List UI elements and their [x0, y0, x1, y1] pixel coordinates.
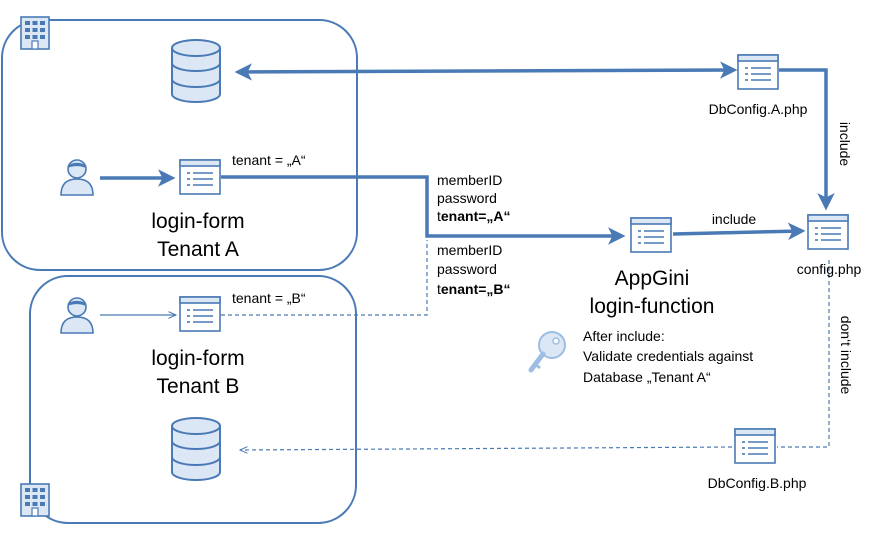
appgini-note-line1: After include:: [583, 328, 665, 344]
appgini-title-line1: AppGini: [615, 267, 690, 290]
tenant-b-param-label: tenant = „B“: [232, 290, 306, 306]
appgini-note-line2: Validate credentials against: [583, 348, 753, 364]
login-form-a-document-icon: [179, 159, 221, 195]
tenant-a-title-line2: Tenant A: [157, 238, 239, 261]
user-a-icon: [60, 159, 94, 196]
config-document-icon: [807, 214, 849, 250]
dbconfig-a-to-config-arrow: [779, 68, 835, 211]
params-b-member-id: memberID: [437, 242, 502, 258]
params-a-tenant: tenant=„A“: [437, 208, 511, 224]
params-a-member-id: memberID: [437, 172, 502, 188]
appgini-note-line3: Database „Tenant A“: [583, 369, 711, 385]
tenant-a-title-line1: login-form: [151, 210, 244, 233]
dbconfig-b-label: DbConfig.B.php: [708, 475, 807, 491]
config-to-dbconfig-b-dashed-line: [777, 260, 830, 448]
params-a-password: password: [437, 190, 497, 206]
appgini-to-config-arrow: [672, 222, 806, 241]
dbconfig-a-label: DbConfig.A.php: [709, 101, 808, 117]
user-b-icon: [60, 297, 94, 334]
form-a-to-appgini-arrow: [221, 175, 626, 245]
include-config-edge-label: include: [712, 211, 757, 227]
tenant-b-title-line2: Tenant B: [157, 375, 240, 398]
dbconfig-a-document-icon: [737, 54, 779, 90]
tenant-a-param-label: tenant = „A“: [232, 152, 306, 168]
include-vertical-edge-label: include: [837, 122, 853, 167]
dbconfig-b-to-db-b-dashed-arrow: [240, 447, 733, 450]
dbconfig-b-document-icon: [734, 428, 776, 464]
appgini-document-icon: [630, 217, 672, 253]
appgini-title-line2: login-function: [590, 295, 715, 318]
dont-include-edge-label: don‘t include: [838, 316, 854, 395]
tenant-a-container: [1, 19, 358, 271]
params-b-tenant: tenant=„B“: [437, 281, 511, 297]
building-icon: [20, 16, 50, 50]
tenant-b-container: [29, 275, 357, 524]
login-form-b-document-icon: [179, 296, 221, 332]
database-a-icon: [171, 39, 221, 103]
key-icon: [528, 331, 566, 373]
form-b-to-appgini-dashed-line: [221, 240, 428, 316]
config-label: config.php: [797, 261, 862, 277]
db-a-to-dbconfig-a-arrow: [234, 61, 738, 81]
params-b-password: password: [437, 261, 497, 277]
tenant-b-title-line1: login-form: [151, 347, 244, 370]
database-b-icon: [171, 417, 221, 481]
building-icon: [20, 483, 50, 517]
